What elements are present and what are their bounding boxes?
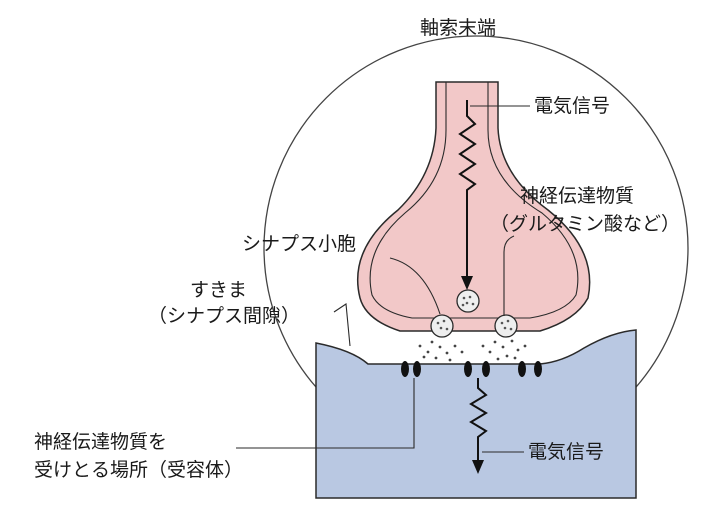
postsynaptic-membrane bbox=[315, 329, 637, 499]
vesicle-left bbox=[430, 314, 454, 338]
electric-signal-zigzag-bottom bbox=[469, 378, 488, 462]
label-electric-signal-top: 電気信号 bbox=[534, 95, 611, 117]
leader-vesicle bbox=[389, 257, 441, 315]
vesicle-inside bbox=[456, 289, 480, 313]
label-synaptic-vesicle: シナプス小胞 bbox=[242, 233, 357, 255]
arrow-head-top bbox=[461, 276, 473, 290]
axon-inner-membrane bbox=[369, 82, 579, 319]
label-cleft-line1: すきま bbox=[190, 279, 248, 301]
label-cleft-line2: （シナプス間隙） bbox=[148, 305, 301, 327]
axon-terminal bbox=[356, 81, 591, 332]
label-receptor-line2: 受けとる場所（受容体） bbox=[34, 459, 244, 481]
vesicle-right bbox=[494, 314, 518, 338]
neurotransmitter-dots bbox=[418, 339, 527, 362]
leader-neurotransmitter bbox=[503, 235, 515, 316]
arrow-head-bottom bbox=[472, 460, 484, 474]
receptors bbox=[401, 361, 542, 377]
synaptic-vesicles bbox=[430, 289, 518, 338]
title-axon-terminal: 軸索末端 bbox=[420, 17, 497, 39]
electric-signal-zigzag-top bbox=[458, 100, 477, 278]
label-neurotransmitter-line1: 神経伝達物質 bbox=[520, 185, 635, 207]
label-electric-signal-bottom: 電気信号 bbox=[528, 441, 605, 463]
leader-cleft bbox=[333, 303, 351, 347]
label-receptor-line1: 神経伝達物質を bbox=[34, 431, 168, 453]
leader-receptor bbox=[236, 378, 415, 449]
label-neurotransmitter-line2: （グルタミン酸など） bbox=[490, 213, 681, 235]
